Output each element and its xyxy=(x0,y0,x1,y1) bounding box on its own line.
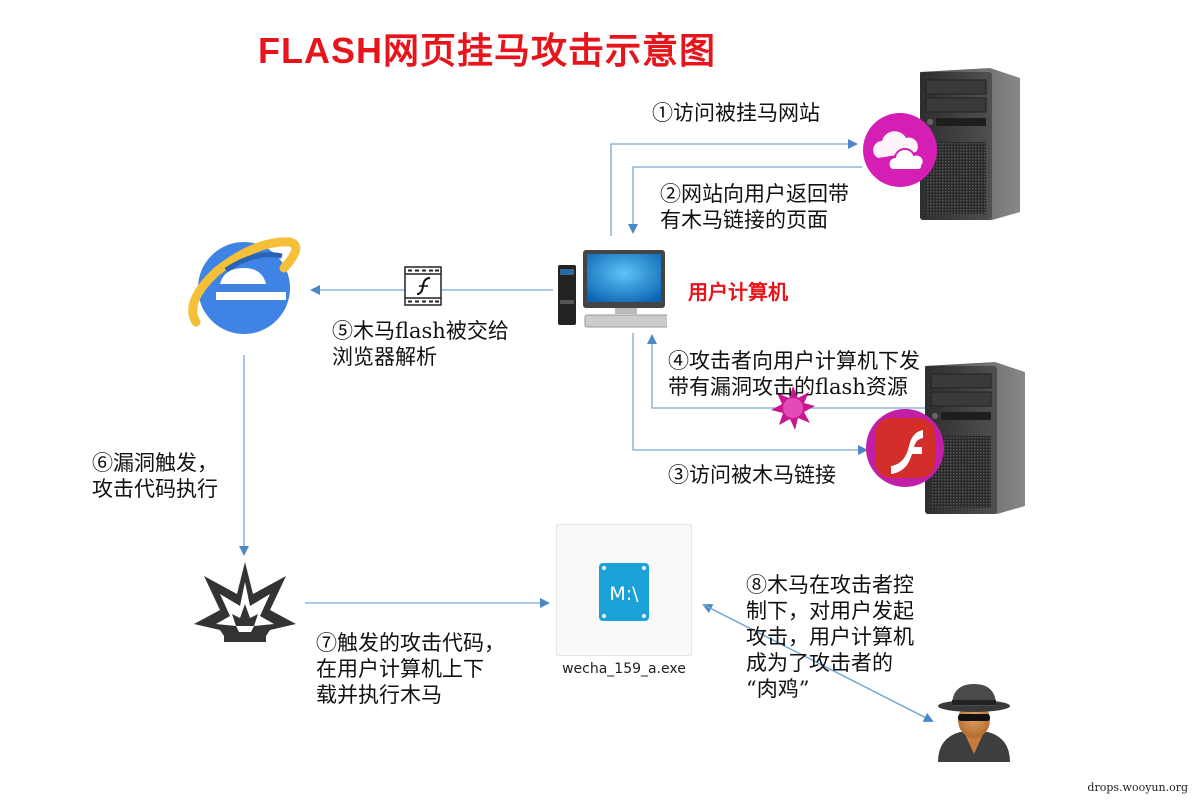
flash-film-icon xyxy=(404,266,442,306)
step-7-label: ⑦触发的攻击代码， 在用户计算机上下 载并执行木马 xyxy=(316,631,505,707)
step-4-label: ④攻击者向用户计算机下发 带有漏洞攻击的flash资源 xyxy=(668,349,920,399)
title-suffix: 网页挂马攻击示意图 xyxy=(383,31,717,72)
arrow-step-3 xyxy=(632,333,868,455)
drive-m-icon: M:\ xyxy=(599,563,649,621)
step-2-label: ②网站向用户返回带 有木马链接的页面 xyxy=(660,182,849,232)
arrow-step-4 xyxy=(647,334,930,409)
cloud-icon xyxy=(863,113,937,187)
step-6-label: ⑥漏洞触发， 攻击代码执行 xyxy=(92,451,218,501)
hacked-website-server xyxy=(863,62,1030,222)
server-tower-icon xyxy=(920,68,1020,220)
user-computer-label: 用户计算机 xyxy=(688,280,788,304)
server-tower-icon xyxy=(925,362,1025,514)
trojan-filename: wecha_159_a.exe xyxy=(562,661,686,677)
internet-explorer-icon xyxy=(188,237,301,334)
hacker-spy-icon xyxy=(938,684,1010,762)
step-1-label: ①访问被挂马网站 xyxy=(652,101,820,125)
watermark: drops.wooyun.org xyxy=(1087,781,1188,794)
trojan-file-tile[interactable]: M:\ xyxy=(556,524,692,656)
drive-glyph: M:\ xyxy=(609,583,639,605)
title-prefix: FLASH xyxy=(258,30,383,71)
step-8-label: ⑧木马在攻击者控 制下，对用户发起 攻击，用户计算机 成为了攻击者的 “肉鸡” xyxy=(746,573,914,701)
virus-icon xyxy=(771,386,815,430)
flash-player-icon xyxy=(866,409,944,487)
arrow-step-1 xyxy=(610,139,858,236)
desktop-computer-icon xyxy=(558,250,670,328)
explosion-icon xyxy=(194,562,296,642)
diagram-title: FLASH网页挂马攻击示意图 xyxy=(258,22,716,74)
step-3-label: ③访问被木马链接 xyxy=(668,463,836,487)
user-computer xyxy=(555,245,670,330)
arrow-step-2 xyxy=(628,166,862,234)
arrow-step-8-back xyxy=(703,604,934,722)
trojan-server xyxy=(866,356,1035,516)
step-5-label: ⑤木马flash被交给 浏览器解析 xyxy=(332,319,509,369)
